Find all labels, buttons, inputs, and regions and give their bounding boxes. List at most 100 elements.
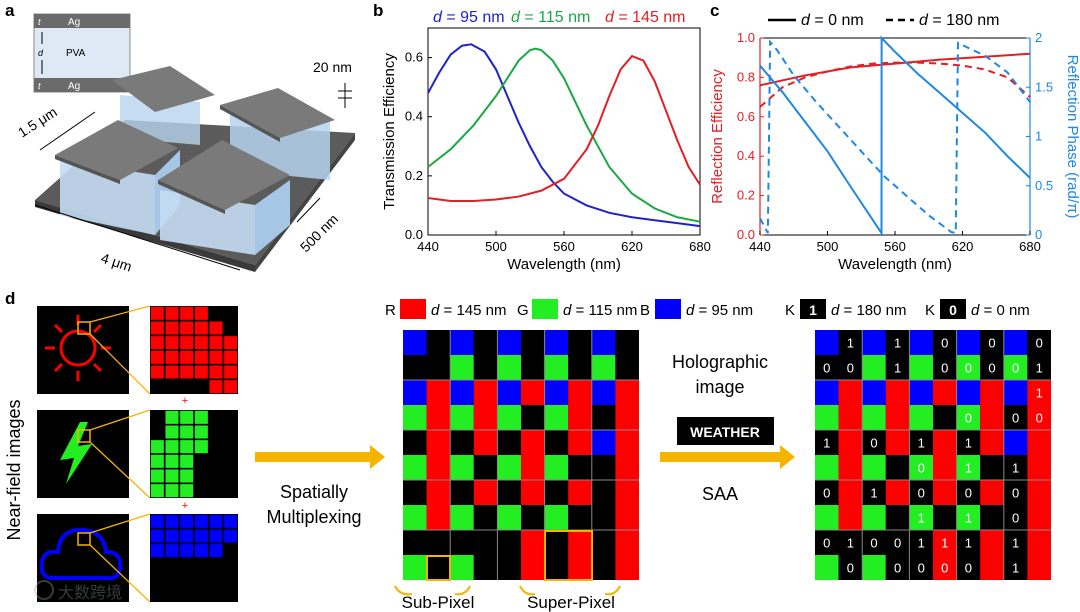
grid-cell [615, 505, 639, 530]
inset-pva-label: PVA [66, 48, 86, 59]
zoom-connectors [89, 305, 151, 603]
grid-number: 1 [965, 461, 972, 476]
grid-number: 1 [918, 511, 925, 526]
zoom-pixel [194, 306, 208, 320]
grid-number: 0 [941, 336, 948, 351]
watermark-text: 大数跨境 [58, 583, 122, 602]
grid-cell [403, 355, 427, 380]
grid-cell [885, 555, 910, 580]
grid-cell [1027, 480, 1051, 505]
legend-letter: G [517, 302, 529, 319]
grid-cell [933, 455, 957, 480]
grid-cell [544, 455, 569, 480]
dim-thickness-label: 20 nm [313, 59, 352, 75]
chart-c-legend-entry: d = 0 nm [801, 12, 864, 29]
dim-width-label: 4 μm [99, 250, 134, 275]
zoom-pixel [180, 306, 194, 320]
grid-number: 0 [918, 561, 925, 576]
grid-cell [544, 505, 569, 530]
zoom-pixel [224, 514, 238, 528]
inset-ag-bottom-label: Ag [68, 81, 80, 92]
grid-cell [933, 505, 957, 530]
zoom-pixel [180, 514, 194, 528]
grid-cell [568, 355, 592, 380]
grid-cell [450, 430, 474, 455]
grid-cell [933, 530, 957, 555]
zoom-pixel [150, 454, 164, 468]
grid-cell [473, 555, 498, 580]
grid-number: 0 [870, 536, 877, 551]
grid-cell [403, 530, 427, 555]
grid-number: 0 [965, 411, 972, 426]
zoom-pixel [165, 350, 179, 364]
zoom-pixel [209, 529, 223, 543]
zoom-pixel [224, 336, 238, 350]
grid-number: 0 [870, 436, 877, 451]
grid-cell [403, 455, 427, 480]
grid-cell [1027, 330, 1051, 355]
grid-cell [615, 405, 639, 430]
grid-cell [885, 355, 910, 380]
grid-cell [933, 380, 957, 405]
grid-cell [568, 330, 592, 355]
zoom-pixel [180, 469, 194, 483]
legend-swatch [655, 299, 681, 319]
grid-cell [403, 555, 427, 580]
zoom-pixel [224, 529, 238, 543]
grid-cell [1027, 505, 1051, 530]
grid-cell [497, 330, 521, 355]
grid-cell [862, 330, 886, 355]
zoom-pixel [165, 410, 179, 424]
grid-cell [980, 355, 1004, 380]
inset-t-top: t [38, 17, 41, 27]
grid-cell [909, 430, 933, 455]
zoom-pixel [165, 529, 179, 543]
grid-cell [956, 430, 981, 455]
zoom-pixel [180, 544, 194, 558]
sub-pixel-box [426, 555, 451, 581]
chart-c-xtick-label: 440 [749, 239, 771, 254]
grid-cell [521, 405, 545, 430]
chart-c-ytick-left-label: 0.6 [737, 109, 755, 124]
chart-c-ytick-right-label: 2 [1035, 30, 1042, 45]
chart-c-xtick-label: 500 [817, 239, 839, 254]
grid-cell [933, 430, 957, 455]
zoom-bg [150, 514, 238, 602]
zoom-pixel [165, 321, 179, 335]
grid-cell [544, 405, 569, 430]
grid-number: 0 [988, 361, 995, 376]
grid-cell [815, 330, 839, 355]
grid-cell [838, 505, 863, 530]
grid-cell [1027, 405, 1051, 430]
grid-cell [1003, 405, 1028, 430]
grid-cell [473, 380, 498, 405]
cloud-icon [39, 527, 123, 581]
grid-cell [815, 480, 839, 505]
legend-letter: B [640, 302, 650, 319]
grid-cell [521, 330, 545, 355]
zoom-pixel [165, 365, 179, 379]
grid-cell [497, 405, 521, 430]
zoom-pixel [165, 484, 179, 498]
grid-cell [591, 405, 616, 430]
grid-number: 0 [941, 361, 948, 376]
grid-cell [426, 405, 451, 430]
grid-cell [426, 530, 451, 555]
grid-cell [862, 555, 886, 580]
grid-cell [980, 505, 1004, 530]
panel-a-structure: Ag PVA Ag t t d [15, 13, 355, 275]
grid-cell [933, 480, 957, 505]
grid-cell [909, 555, 933, 580]
chart-b-ytick-label: 0.2 [405, 168, 423, 183]
chart-b-ylabel: Transmission Efficiency [381, 53, 398, 210]
spatial-label-2: Multiplexing [266, 507, 361, 527]
legend-swatch-label: 0 [949, 302, 957, 318]
grid-cell [1003, 330, 1028, 355]
grid-cell [980, 455, 1004, 480]
zoom-bg [150, 306, 238, 394]
chart-c-ytick-right-label: 1.5 [1035, 79, 1053, 94]
grid-cell [473, 480, 498, 505]
grid-cell [544, 480, 569, 505]
